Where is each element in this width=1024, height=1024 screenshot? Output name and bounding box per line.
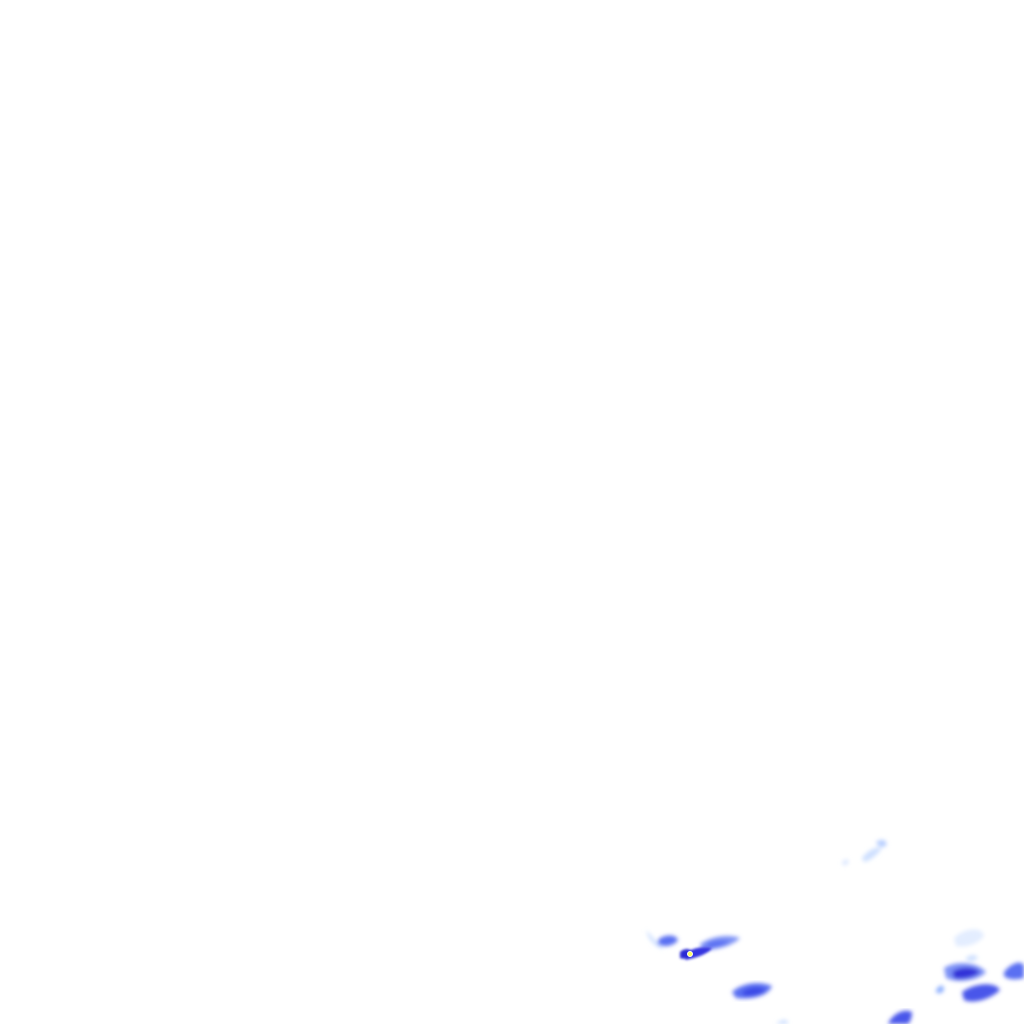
storm-core-marker[interactable]	[687, 951, 694, 958]
cell-west-pair	[646, 930, 740, 950]
cell-east-cluster	[936, 929, 1024, 1002]
cell-south	[732, 983, 772, 999]
cell-northeast-small	[842, 839, 887, 866]
cell-center-band	[680, 947, 712, 960]
cell-bottom-edge	[776, 1010, 912, 1024]
